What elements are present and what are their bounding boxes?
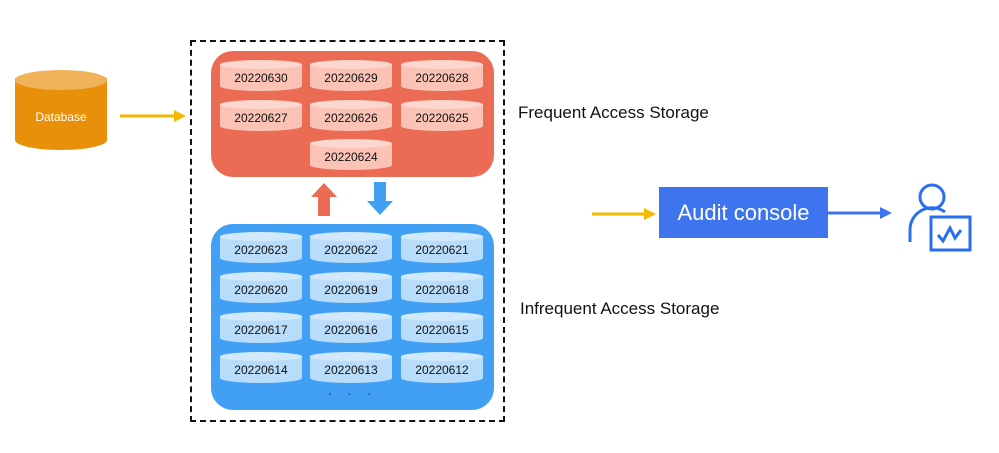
partition-label: 20220622 (324, 243, 378, 257)
arrow-right-icon (592, 208, 656, 220)
storage-boundary (190, 40, 505, 422)
partition-label: 20220612 (415, 363, 469, 377)
partition[interactable]: 20220613 (310, 352, 392, 383)
partition-label: 20220620 (234, 283, 288, 297)
partition-label: 20220616 (324, 323, 378, 337)
partition-label: 20220617 (234, 323, 288, 337)
arrow-up-icon (311, 183, 337, 216)
partition[interactable]: 20220630 (220, 60, 302, 91)
partition-label: 20220619 (324, 283, 378, 297)
infrequent-storage-panel: 20220623 20220622 20220621 20220620 2022… (211, 224, 494, 410)
partition[interactable]: 20220612 (401, 352, 483, 383)
more-ellipsis: . . . (327, 382, 378, 398)
partition[interactable]: 20220622 (310, 232, 392, 263)
partition[interactable]: 20220620 (220, 272, 302, 303)
partition[interactable]: 20220625 (401, 100, 483, 131)
partition[interactable]: 20220617 (220, 312, 302, 343)
partition[interactable]: 20220623 (220, 232, 302, 263)
partition-label: 20220625 (415, 111, 469, 125)
partition-label: 20220627 (234, 111, 288, 125)
arrow-down-icon (367, 182, 393, 215)
arrow-right-icon (828, 207, 892, 219)
database-icon-top (15, 70, 107, 90)
infrequent-storage-label: Infrequent Access Storage (520, 299, 720, 318)
arrow-right-icon (120, 110, 186, 122)
partition-label: 20220628 (415, 71, 469, 85)
partition[interactable]: 20220626 (310, 100, 392, 131)
audit-console-button[interactable]: Audit console (659, 187, 828, 238)
partition-label: 20220623 (234, 243, 288, 257)
partition-label: 20220626 (324, 111, 378, 125)
partition-label: 20220630 (234, 71, 288, 85)
frequent-storage-label: Frequent Access Storage (518, 103, 709, 122)
partition-label: 20220614 (234, 363, 288, 377)
partition[interactable]: 20220614 (220, 352, 302, 383)
partition-label: 20220618 (415, 283, 469, 297)
partition[interactable]: 20220615 (401, 312, 483, 343)
partition[interactable]: 20220616 (310, 312, 392, 343)
frequent-storage-panel: 20220630 20220629 20220628 20220627 2022… (211, 51, 494, 177)
partition[interactable]: 20220629 (310, 60, 392, 91)
partition-label: 20220629 (324, 71, 378, 85)
partition-label: 20220613 (324, 363, 378, 377)
database-label: Database (35, 110, 87, 124)
partition[interactable]: 20220618 (401, 272, 483, 303)
partition-label: 20220624 (324, 150, 378, 164)
partition[interactable]: 20220627 (220, 100, 302, 131)
database-icon (15, 78, 107, 150)
user-monitor-icon (908, 183, 972, 252)
partition[interactable]: 20220619 (310, 272, 392, 303)
partition[interactable]: 20220621 (401, 232, 483, 263)
partition-label: 20220615 (415, 323, 469, 337)
partition-label: 20220621 (415, 243, 469, 257)
partition[interactable]: 20220628 (401, 60, 483, 91)
partition[interactable]: 20220624 (310, 139, 392, 170)
